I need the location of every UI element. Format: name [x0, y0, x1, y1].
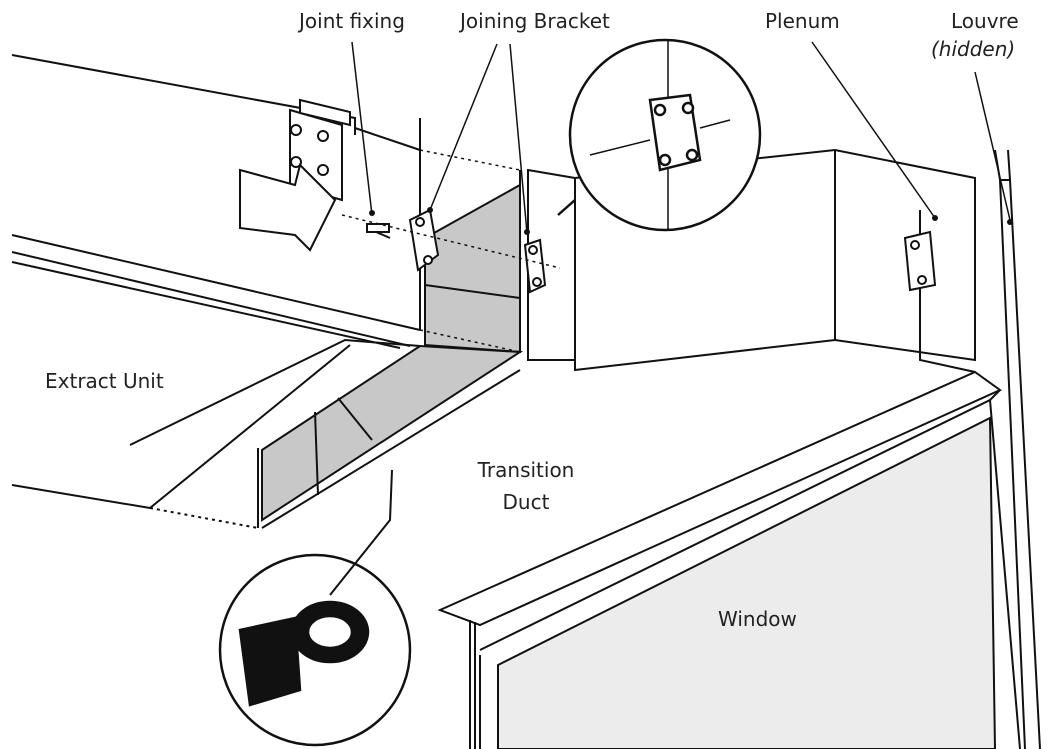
- bracket-detail-magnifier: [557, 38, 762, 232]
- joining-bracket-left: [408, 208, 440, 272]
- joining-bracket-right: [523, 238, 547, 294]
- mounting-plate: [239, 98, 351, 252]
- window-frame: [437, 370, 1021, 749]
- label-plenum: Plenum: [765, 9, 840, 33]
- joint-fixing: [366, 223, 391, 239]
- label-extract-unit: Extract Unit: [45, 369, 164, 393]
- leader-lines: [351, 41, 1011, 234]
- label-louvre: Louvre: [951, 9, 1019, 33]
- label-louvre-note: (hidden): [931, 37, 1016, 61]
- leader-dots: [369, 207, 1013, 235]
- label-joining-bracket: Joining Bracket: [460, 9, 610, 33]
- tape-detail-magnifier: [218, 469, 412, 747]
- transition-duct: [149, 170, 524, 529]
- label-joint-fixing: Joint fixing: [299, 9, 405, 33]
- label-transition-line2: Duct: [502, 490, 550, 514]
- louvre: [994, 149, 1041, 749]
- label-transition-line1: Transition: [477, 458, 575, 482]
- label-window: Window: [718, 607, 797, 631]
- plenum-bracket: [903, 230, 937, 292]
- alignment-lines: [341, 149, 561, 353]
